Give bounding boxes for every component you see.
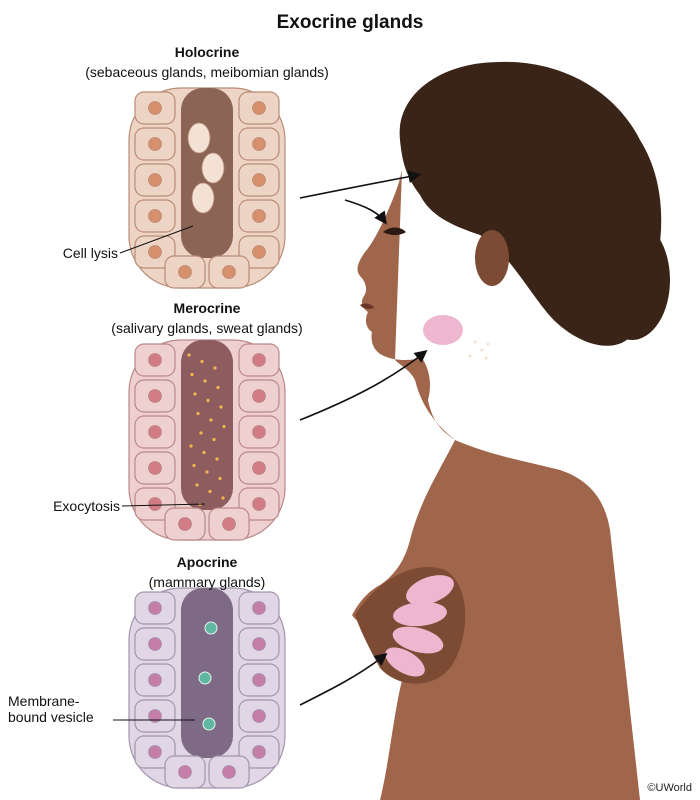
lysed-cell-debris <box>201 152 225 184</box>
leader-lines <box>113 225 206 721</box>
secretory-granule <box>213 366 217 370</box>
cell-nucleus <box>252 745 266 759</box>
secretory-granule <box>218 476 222 481</box>
ear <box>475 230 509 286</box>
eye <box>383 227 406 235</box>
cell-nucleus <box>252 461 266 475</box>
secretory-granule <box>195 483 199 487</box>
cell-nucleus <box>252 245 266 259</box>
cell-nucleus <box>148 245 162 259</box>
secretory-granule <box>212 437 216 442</box>
holocrine-gland <box>128 87 286 289</box>
secretory-granule <box>221 496 225 500</box>
secretory-granule <box>222 424 226 429</box>
cell-nucleus <box>148 601 162 615</box>
salivary-gland <box>423 315 463 345</box>
cell-nucleus <box>252 673 266 687</box>
secretory-granule <box>190 372 194 377</box>
arrows <box>299 170 428 706</box>
cell-nucleus <box>148 497 162 511</box>
secretory-granule <box>193 392 197 396</box>
cell-nucleus <box>252 101 266 115</box>
secretory-granule <box>202 450 206 455</box>
apocrine-heading: Apocrine <box>176 554 238 570</box>
gland-illustrations <box>128 87 286 789</box>
cell-nucleus <box>148 389 162 403</box>
secretory-granule <box>216 385 220 390</box>
secretory-granule <box>192 463 196 468</box>
secretory-granule <box>206 398 210 403</box>
cell-nucleus <box>252 173 266 187</box>
page-title: Exocrine glands <box>276 12 424 33</box>
callout-membrane-vesicle: Membrane- bound vesicle <box>8 693 94 725</box>
cell-nucleus <box>222 765 236 779</box>
cell-nucleus <box>178 517 192 531</box>
sweat-droplets <box>468 340 490 360</box>
arrow-holocrine-scalp <box>299 170 422 199</box>
holocrine-examples: (sebaceous glands, meibomian glands) <box>85 64 329 80</box>
cell-nucleus <box>252 425 266 439</box>
membrane-vesicle <box>204 621 218 635</box>
cell-nucleus <box>148 745 162 759</box>
cell-nucleus <box>252 637 266 651</box>
secretory-granule <box>200 359 204 364</box>
apocrine-gland <box>128 587 286 789</box>
lysed-cell-debris <box>191 182 215 214</box>
cell-nucleus <box>252 353 266 367</box>
merocrine-gland <box>128 339 286 541</box>
apocrine-examples: (mammary glands) <box>148 574 266 590</box>
merocrine-heading: Merocrine <box>173 300 241 316</box>
cell-nucleus <box>178 265 192 279</box>
cell-nucleus <box>148 137 162 151</box>
holocrine-heading: Holocrine <box>174 44 240 60</box>
secretory-granule <box>208 489 212 494</box>
cell-nucleus <box>148 425 162 439</box>
hair-bun <box>594 220 670 340</box>
cell-nucleus <box>148 673 162 687</box>
secretory-granule <box>215 457 219 461</box>
merocrine-lumen <box>181 340 233 510</box>
cell-nucleus <box>148 461 162 475</box>
leader-exocytosis <box>121 503 206 507</box>
cell-nucleus <box>178 765 192 779</box>
cell-nucleus <box>222 517 236 531</box>
cell-nucleus <box>252 137 266 151</box>
membrane-vesicle <box>202 717 216 731</box>
mammary-lobes <box>385 575 454 677</box>
merocrine-examples: (salivary glands, sweat glands) <box>111 320 303 336</box>
arrow-merocrine-salivary <box>299 350 428 421</box>
woman-figure <box>352 61 670 800</box>
lips <box>360 303 374 309</box>
secretory-granule <box>203 379 207 383</box>
leader-cell-lysis <box>119 225 194 254</box>
cell-nucleus <box>252 709 266 723</box>
cell-nucleus <box>252 389 266 403</box>
cell-nucleus <box>222 265 236 279</box>
cell-nucleus <box>252 497 266 511</box>
secretory-granule <box>187 353 191 357</box>
cell-nucleus <box>148 101 162 115</box>
cell-nucleus <box>252 601 266 615</box>
secretory-granule <box>209 418 213 422</box>
arrow-holocrine-eyelid <box>344 199 387 225</box>
membrane-vesicle <box>198 671 212 685</box>
callout-exocytosis: Exocytosis <box>53 498 120 514</box>
cell-nucleus <box>148 209 162 223</box>
cell-nucleus <box>148 353 162 367</box>
secretory-granule <box>189 444 193 448</box>
copyright: ©UWorld <box>647 782 692 794</box>
cell-nucleus <box>148 637 162 651</box>
secretory-granule <box>219 405 223 409</box>
cell-nucleus <box>252 209 266 223</box>
secretory-granule <box>205 470 209 474</box>
secretory-granule <box>196 411 200 416</box>
secretory-granule <box>199 431 203 435</box>
cell-nucleus <box>148 173 162 187</box>
cell-nucleus <box>148 709 162 723</box>
lysed-cell-debris <box>187 122 211 154</box>
arrow-apocrine-mammary <box>299 653 388 706</box>
callout-cell-lysis: Cell lysis <box>62 245 118 261</box>
